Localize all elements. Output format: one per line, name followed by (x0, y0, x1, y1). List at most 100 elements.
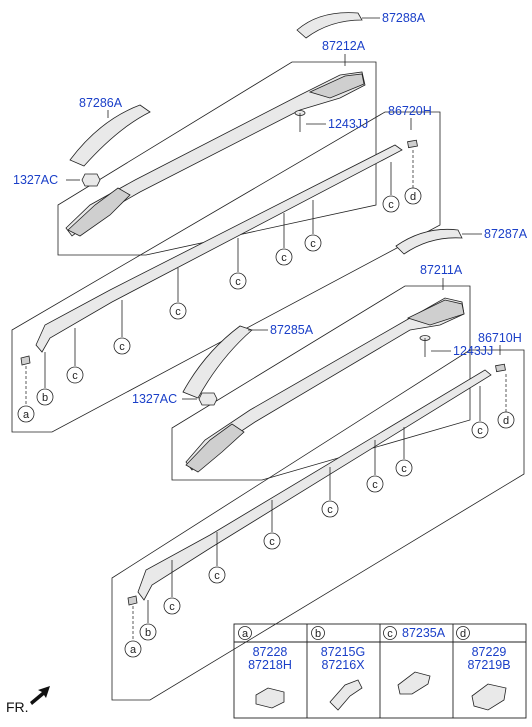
callout-b (139, 623, 157, 641)
upper-end-cap-d (407, 139, 418, 149)
callout-a (17, 405, 35, 423)
lower-rail-frame (171, 285, 471, 481)
upper-roof-molding (35, 144, 403, 353)
upper-end-cap-a (20, 355, 31, 366)
callout-c (321, 500, 339, 518)
callout-c (304, 234, 322, 252)
callout-c (208, 566, 226, 584)
part-number-87287a: 87287A (484, 227, 528, 241)
legend-part-87219b: 87219B (467, 658, 510, 672)
part-number-87211a: 87211A (420, 263, 463, 277)
front-arrow-icon (30, 686, 50, 705)
callout-c (366, 475, 384, 493)
svg-text:b: b (315, 628, 321, 640)
svg-text:c: c (175, 306, 181, 318)
part-number-1243jj-lower: 1243JJ (453, 344, 493, 358)
upper-rail-cover-front (69, 104, 151, 167)
legend-part-87218h: 87218H (248, 658, 292, 672)
callout-c (163, 597, 181, 615)
upper-rail-front-base (67, 187, 131, 237)
callout-d (497, 411, 515, 429)
svg-text:c: c (388, 199, 394, 211)
callout-c (275, 248, 293, 266)
legend-part-87216x: 87216X (321, 658, 365, 672)
front-label: FR. (6, 699, 29, 715)
lower-rail-cover-rear (395, 229, 463, 255)
callout-c (169, 302, 187, 320)
lower-nut (198, 392, 218, 406)
svg-text:a: a (242, 628, 249, 640)
callout-c (113, 337, 131, 355)
svg-text:c: c (387, 628, 393, 640)
front-indicator: FR. (6, 686, 50, 715)
part-number-1327ac-upper: 1327AC (13, 173, 58, 187)
part-number-87285a: 87285A (270, 323, 314, 337)
lower-clip-callouts: c c c c c c c (163, 386, 489, 615)
lower-rail-rear-base (406, 299, 465, 326)
svg-text:c: c (214, 570, 220, 582)
callout-c (382, 195, 400, 213)
part-number-1243jj-upper: 1243JJ (328, 117, 368, 131)
part-number-87286a: 87286A (79, 96, 123, 110)
legend-col-c: c 87235A (383, 626, 446, 695)
legend-part-87229: 87229 (472, 645, 507, 659)
svg-text:c: c (281, 252, 287, 264)
part-number-87288a: 87288A (382, 11, 426, 25)
svg-text:c: c (119, 341, 125, 353)
svg-text:c: c (235, 276, 241, 288)
svg-text:c: c (310, 238, 316, 250)
callout-c (229, 272, 247, 290)
clip-c-icon (397, 671, 431, 695)
svg-text:c: c (169, 601, 175, 613)
end-cap-d-icon (471, 683, 507, 711)
legend-part-87215g: 87215G (321, 645, 365, 659)
upper-molding-frame (11, 111, 441, 433)
part-number-1327ac-lower: 1327AC (132, 392, 177, 406)
svg-text:c: c (327, 504, 333, 516)
lower-molding-frame (111, 349, 525, 701)
lower-end-cap-d (495, 363, 506, 373)
svg-text:d: d (460, 628, 466, 640)
lower-roof-molding (137, 369, 492, 601)
legend-col-a: a 87228 87218H (238, 626, 292, 709)
svg-text:c: c (269, 536, 275, 548)
lower-rail-front-base (185, 423, 245, 473)
legend-col-b: b 87215G 87216X (311, 626, 365, 711)
svg-text:c: c (372, 479, 378, 491)
svg-text:c: c (401, 463, 407, 475)
callout-d (404, 187, 422, 205)
callout-c (471, 421, 489, 439)
upper-assembly: 87288A 87212A 87286A 1243JJ 1327AC 86720… (11, 11, 441, 433)
callout-b (36, 388, 54, 406)
svg-text:c: c (477, 425, 483, 437)
upper-nut (81, 173, 101, 187)
callout-a (124, 640, 142, 658)
clip-b-icon (329, 679, 363, 711)
svg-text:b: b (145, 627, 151, 639)
part-number-86710h: 86710H (478, 331, 522, 345)
upper-rail-rear-base (308, 73, 365, 99)
svg-text:d: d (503, 415, 509, 427)
lower-bolt (419, 335, 431, 357)
lower-rail-cover-front (182, 325, 253, 399)
part-number-86720h: 86720H (388, 104, 432, 118)
svg-text:d: d (410, 191, 416, 203)
lower-assembly: 87287A 87211A 87285A 1243JJ 1327AC 86710… (111, 227, 528, 701)
upper-rail-frame (57, 61, 377, 256)
legend-table: a 87228 87218H b 87215G 87216X c 87235A … (233, 623, 527, 719)
upper-bolt (294, 110, 306, 132)
lower-end-cap-a (127, 595, 138, 606)
legend-col-d: d 87229 87219B (456, 626, 511, 711)
callout-c (263, 532, 281, 550)
legend-part-87228: 87228 (253, 645, 288, 659)
svg-text:a: a (23, 409, 30, 421)
end-cap-a-icon (255, 687, 285, 709)
legend-part-87235a: 87235A (402, 626, 446, 640)
svg-text:a: a (130, 644, 137, 656)
svg-text:c: c (72, 370, 78, 382)
callout-c (395, 459, 413, 477)
svg-text:b: b (42, 392, 48, 404)
callout-c (66, 366, 84, 384)
upper-clip-callouts: c c c c c c c (66, 162, 400, 384)
